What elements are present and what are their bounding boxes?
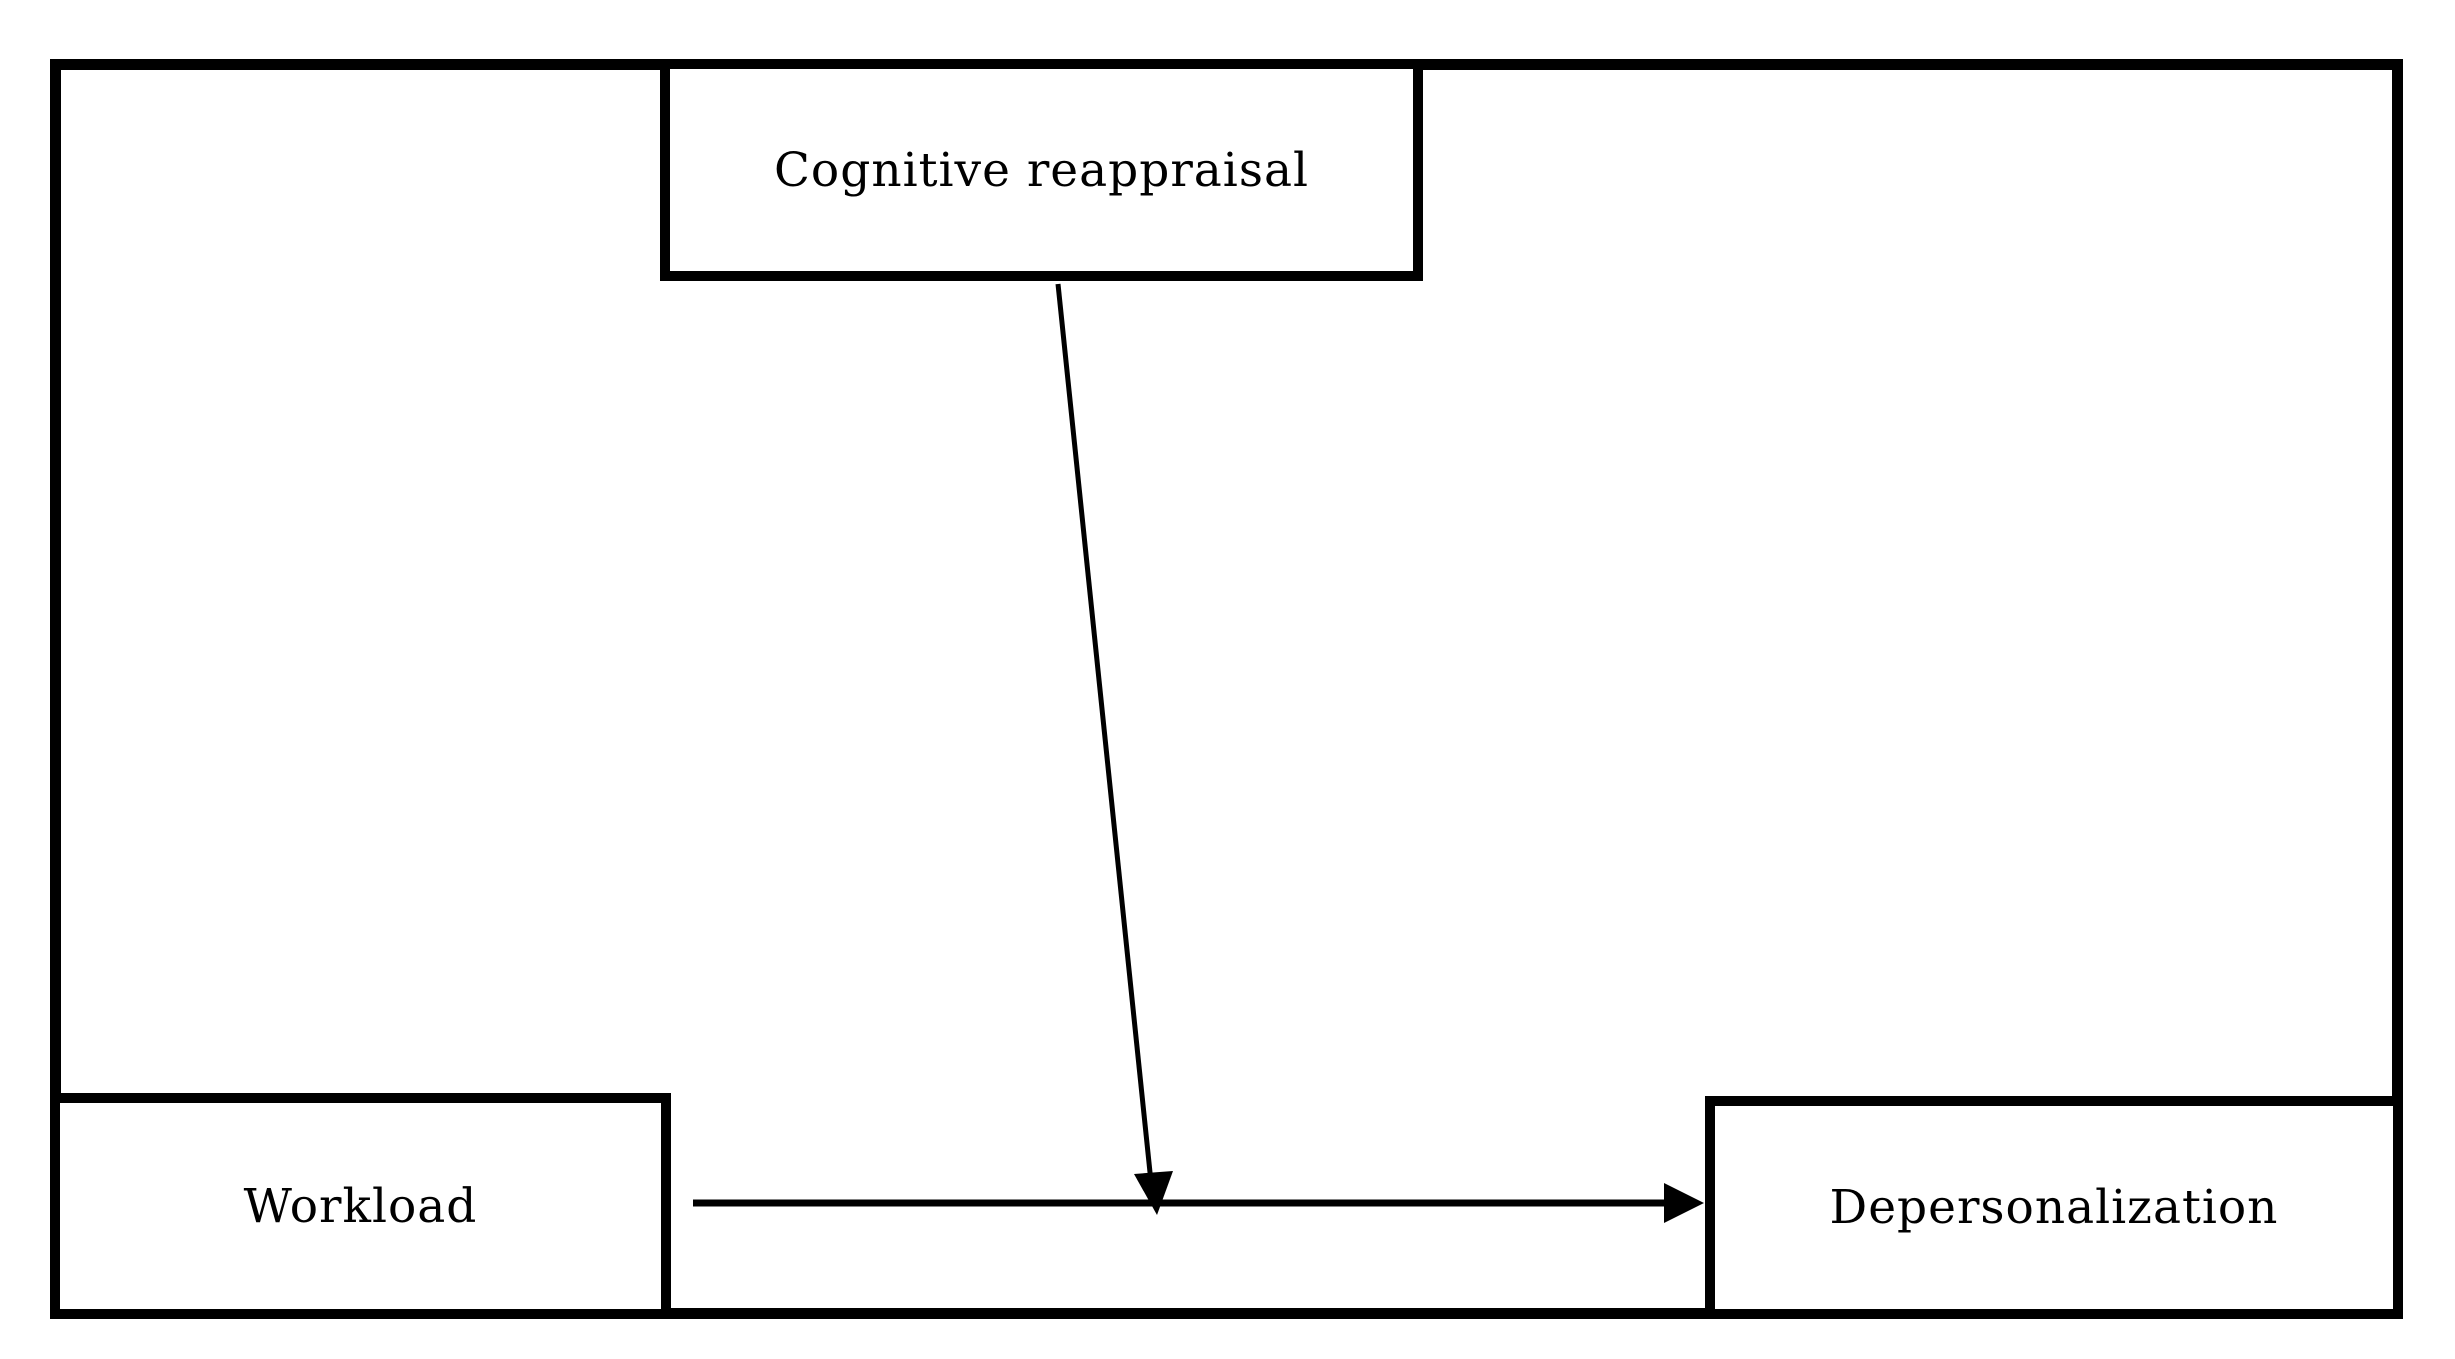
moderator-box: Cognitive reappraisal [660, 59, 1423, 281]
predictor-box: Workload [50, 1093, 671, 1319]
outcome-box-label: Depersonalization [1829, 1180, 2279, 1235]
outcome-box: Depersonalization [1705, 1096, 2403, 1319]
moderator-box-label: Cognitive reappraisal [773, 142, 1310, 198]
predictor-box-label: Workload [243, 1178, 478, 1234]
